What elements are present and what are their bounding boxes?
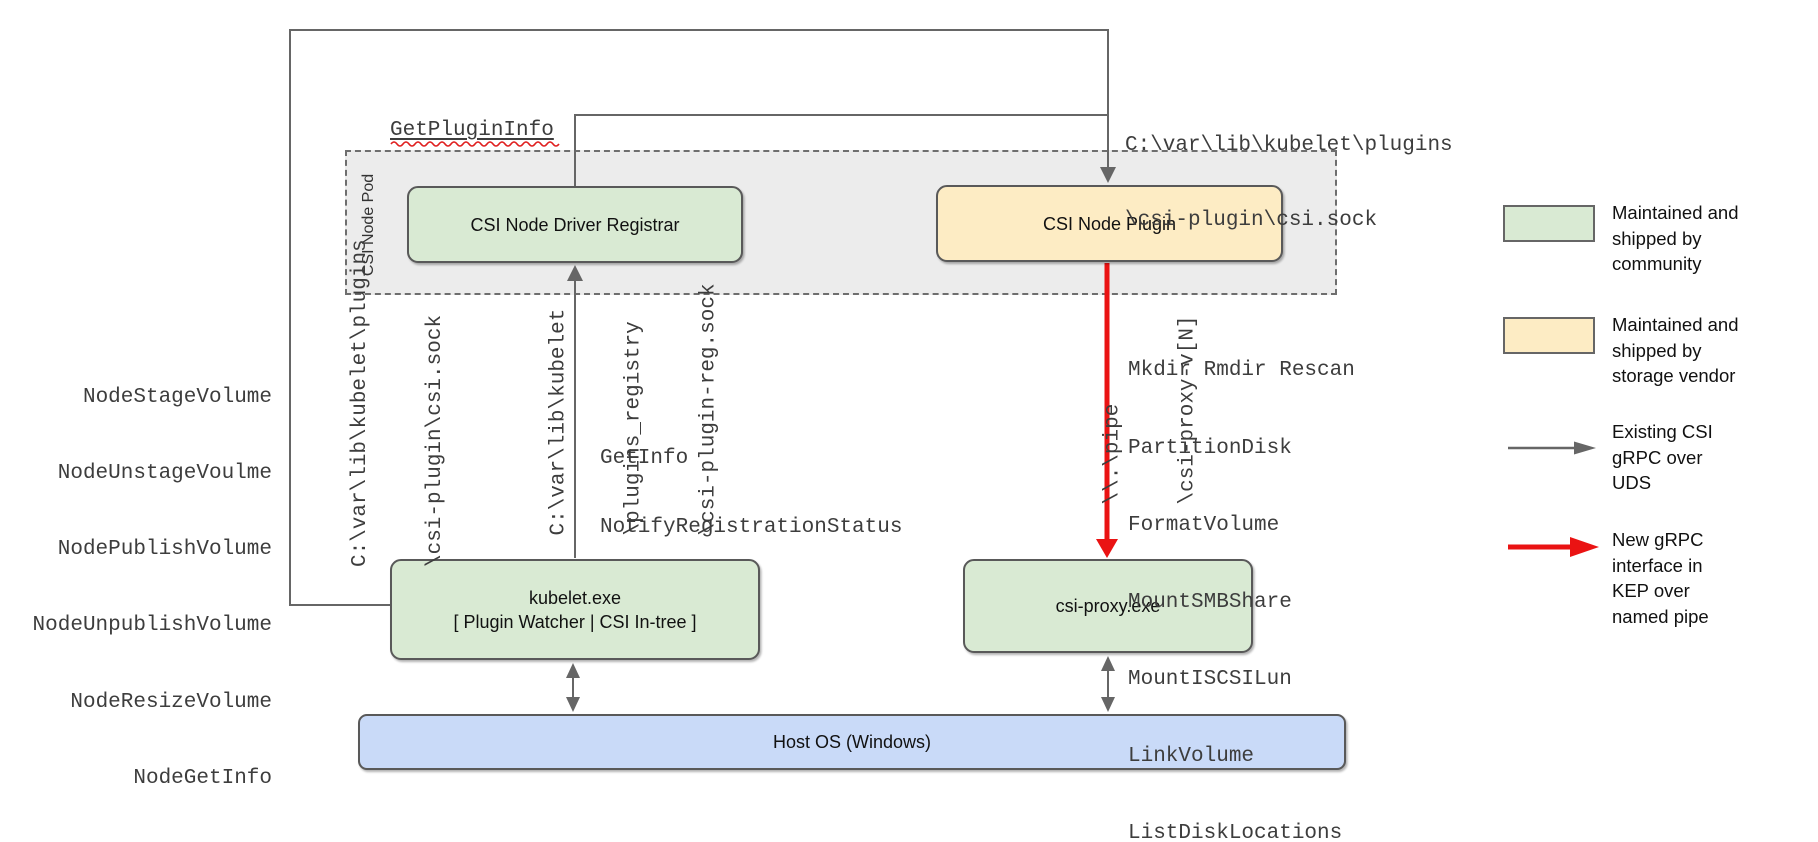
registration-methods-list: GetInfo NotifyRegistrationStatus [600, 401, 902, 585]
legend-line: Maintained and [1612, 202, 1739, 223]
legend-uds-text: Existing CSI gRPC over UDS [1612, 419, 1713, 496]
kubelet-box-label-line2: [ Plugin Watcher | CSI In-tree ] [453, 611, 697, 632]
legend-line: shipped by [1612, 227, 1702, 249]
method-item: NodeStageVolume [82, 385, 272, 409]
csi-sock-vertical-line1: C:\var\lib\kubelet\plugins [349, 239, 372, 567]
csi-sock-path-label: C:\var\lib\kubelet\plugins \csi-plugin\c… [1125, 83, 1453, 283]
csi-sock-path-vertical-label: C:\var\lib\kubelet\plugins \csi-plugin\c… [298, 237, 447, 567]
legend-line: storage vendor [1612, 365, 1736, 386]
legend-vendor-text: Maintained and shipped by storage vendor [1612, 312, 1739, 389]
csi-proxy-box: csi-proxy.exe [963, 559, 1253, 653]
csi-sock-path-line2: \csi-plugin\csi.sock [1125, 209, 1378, 232]
registrar-arrowhead-icon [567, 265, 583, 281]
method-item: FormatVolume [1128, 513, 1280, 537]
node-plugin-box-label: CSI Node Plugin [1042, 213, 1177, 234]
legend-line: Maintained and [1612, 314, 1739, 335]
named-pipe-line1: \\.\pipe [1101, 403, 1125, 505]
method-item: MountSMBShare [1128, 590, 1292, 614]
legend-line: KEP over [1612, 580, 1690, 601]
method-item: GetInfo [600, 447, 689, 470]
legend-line: New gRPC [1612, 529, 1704, 550]
legend-line: UDS [1612, 472, 1652, 493]
method-item: ListDiskLocations [1128, 822, 1343, 842]
method-item: LinkVolume [1128, 744, 1255, 768]
csi-sock-vertical-line2: \csi-plugin\csi.sock [424, 314, 447, 567]
kubelet-host-up-arrowhead-icon [566, 663, 580, 678]
proxy-methods-list: Mkdir Rmdir Rescan PartitionDisk FormatV… [1128, 307, 1355, 842]
method-item: NodeResizeVolume [70, 690, 272, 714]
named-pipe-path-label: \\.\pipe \csi-proxy-v[N] [1051, 310, 1200, 504]
kubelet-box-label-line1: kubelet.exe [528, 587, 622, 608]
csi-proxy-box-label: csi-proxy.exe [1055, 596, 1161, 616]
squiggly-underline-icon [390, 141, 560, 147]
csi-sock-path-line1: C:\var\lib\kubelet\plugins [1125, 134, 1453, 157]
legend-namedpipe-text: New gRPC interface in KEP over named pip… [1612, 527, 1709, 629]
method-item: NodeGetInfo [133, 766, 272, 790]
legend-community-text: Maintained and shipped by community [1612, 200, 1739, 277]
host-os-box: Host OS (Windows) [358, 714, 1346, 770]
kubelet-to-plugin-line [289, 29, 1109, 606]
plugin-arrowhead-icon [1100, 167, 1116, 183]
node-plugin-box: CSI Node Plugin [936, 185, 1283, 262]
get-plugin-info-label: GetPluginInfo [390, 119, 554, 142]
legend-community-swatch [1503, 205, 1595, 242]
registry-sock-path-label: C:\var\lib\kubelet \plugins_registry \cs… [497, 276, 721, 536]
legend-line: community [1612, 253, 1702, 274]
method-item: NotifyRegistrationStatus [600, 516, 903, 539]
legend-line: named pipe [1612, 605, 1709, 627]
method-item: MountISCSILun [1128, 667, 1292, 691]
proxy-host-down-arrowhead-icon [1101, 697, 1115, 712]
method-item: PartitionDisk [1128, 436, 1292, 460]
legend-line: Existing CSI [1612, 421, 1713, 442]
proxy-red-arrowhead-icon [1096, 539, 1118, 558]
kubelet-box: kubelet.exe [ Plugin Watcher | CSI In-tr… [390, 559, 760, 660]
legend-red-arrow-icon [1508, 537, 1599, 557]
registry-sock-line1: C:\var\lib\kubelet [547, 308, 571, 536]
method-item: Mkdir Rmdir Rescan [1128, 359, 1355, 383]
registrar-box-label: CSI Node Driver Registrar [470, 214, 680, 235]
legend-line: interface in [1612, 554, 1703, 576]
getplugininfo-line [574, 114, 1107, 186]
proxy-host-up-arrowhead-icon [1101, 656, 1115, 671]
registrar-box: CSI Node Driver Registrar [407, 186, 743, 263]
node-methods-list: NodeStageVolume NodeUnstageVoulme NodePu… [20, 334, 272, 842]
host-os-box-label: Host OS (Windows) [772, 732, 932, 752]
method-item: NodeUnstageVoulme [57, 462, 272, 486]
legend-line: shipped by [1612, 339, 1702, 361]
legend-gray-arrow-icon [1508, 441, 1596, 455]
method-item: NodePublishVolume [57, 538, 272, 562]
legend-line: gRPC over [1612, 446, 1703, 468]
kubelet-host-down-arrowhead-icon [566, 697, 580, 712]
legend-vendor-swatch [1503, 317, 1595, 354]
method-item: NodeUnpublishVolume [32, 614, 272, 638]
